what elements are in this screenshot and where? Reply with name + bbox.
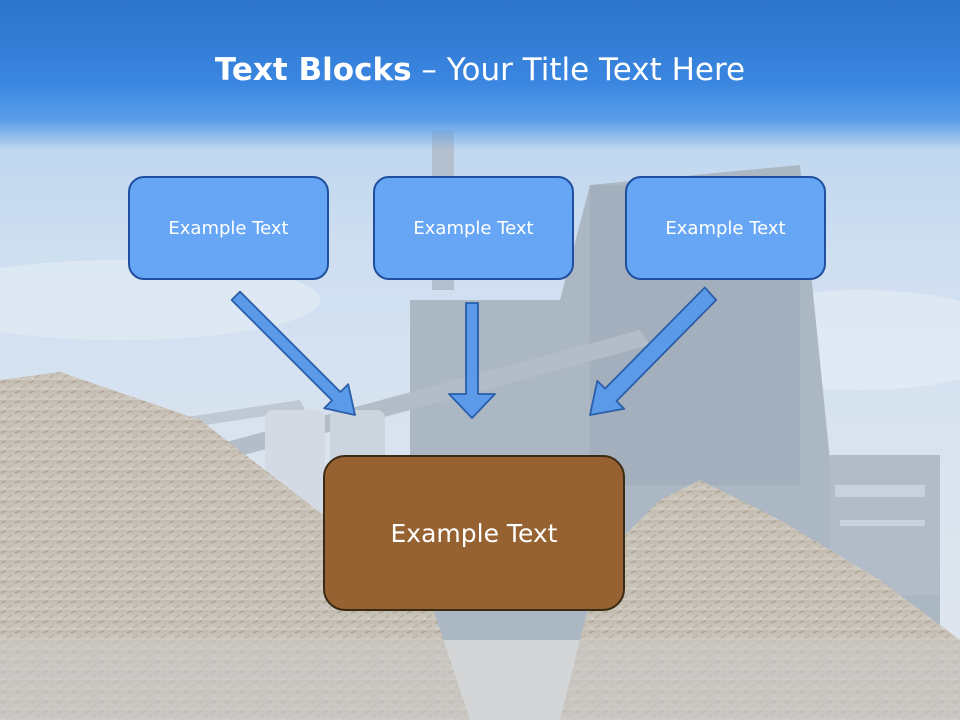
title-bar — [0, 0, 960, 150]
text-block-3-label: Example Text — [665, 217, 786, 239]
text-block-1[interactable]: Example Text — [128, 176, 329, 280]
text-block-2-label: Example Text — [413, 217, 534, 239]
arrow-left — [230, 290, 356, 416]
text-block-1-label: Example Text — [168, 217, 289, 239]
title-rest: Your Title Text Here — [446, 52, 746, 88]
arrow-center — [448, 302, 496, 419]
text-block-3[interactable]: Example Text — [625, 176, 826, 280]
slide-title: Text Blocks – Your Title Text Here — [0, 52, 960, 88]
title-bold-part: Text Blocks — [214, 52, 412, 88]
main-text-block-label: Example Text — [390, 518, 558, 548]
arrow-right — [589, 286, 718, 416]
main-text-block[interactable]: Example Text — [323, 455, 625, 611]
text-block-2[interactable]: Example Text — [373, 176, 574, 280]
title-dash: – — [411, 52, 447, 88]
